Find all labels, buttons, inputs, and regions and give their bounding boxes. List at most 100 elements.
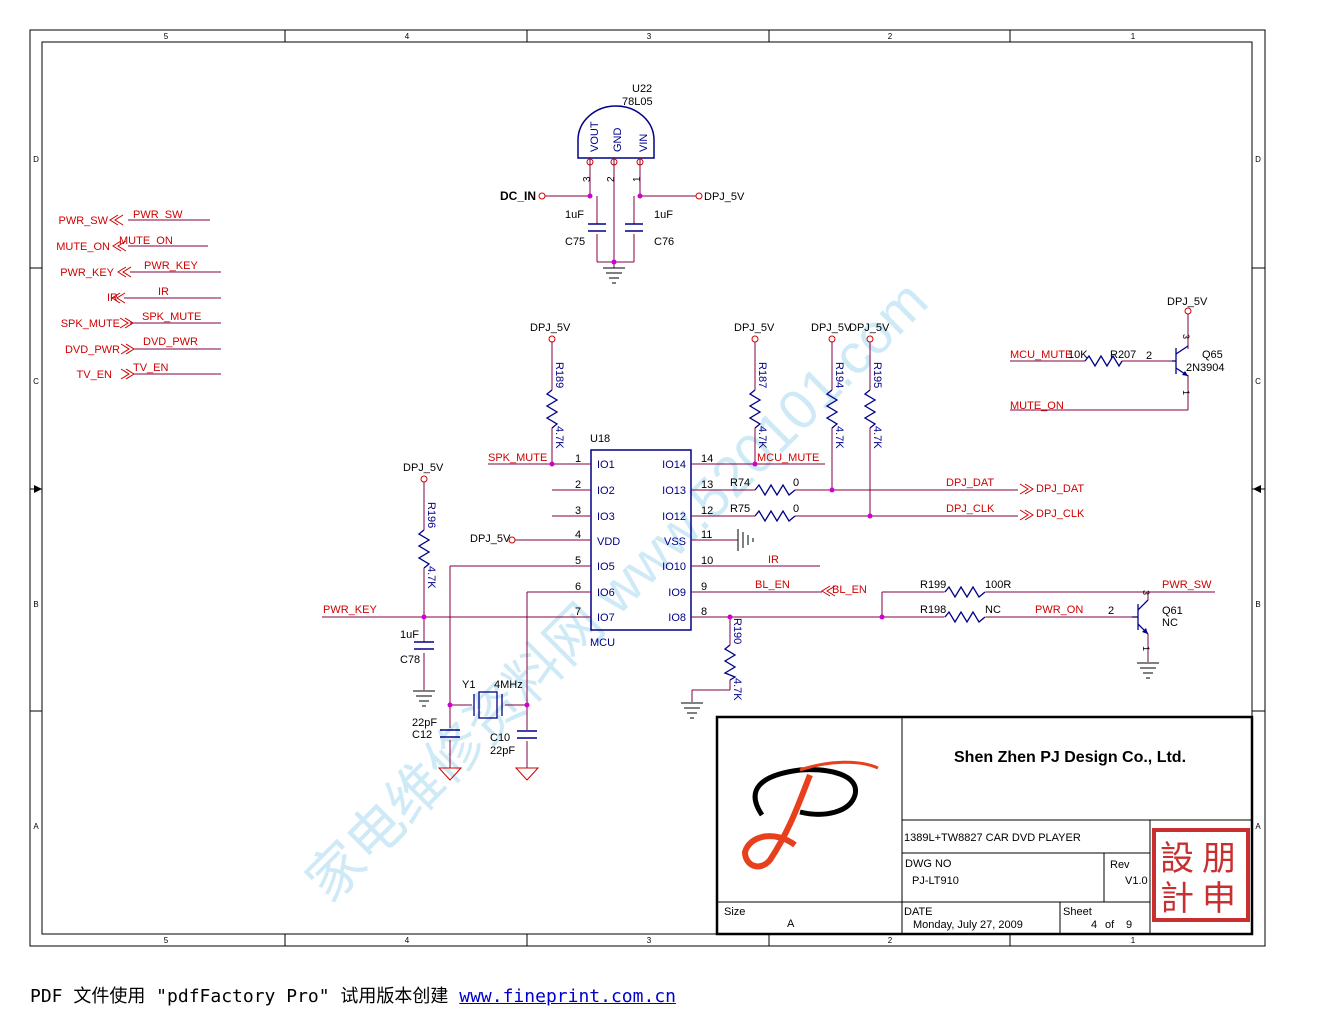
svg-text:10: 10 bbox=[701, 555, 713, 567]
dc-in-label: DC_IN bbox=[500, 189, 536, 203]
bl-en-net-label: BL_EN bbox=[755, 579, 790, 591]
svg-text:3: 3 bbox=[582, 176, 593, 182]
row-label-left: C bbox=[33, 377, 39, 386]
col-label-bottom: 2 bbox=[888, 936, 893, 945]
pdf-footer: PDF 文件使用 "pdfFactory Pro" 试用版本创建 www.fin… bbox=[30, 982, 676, 1008]
regulator-ref: U22 bbox=[632, 83, 652, 95]
c10-value: 22pF bbox=[490, 745, 515, 757]
footer-link[interactable]: www.fineprint.com.cn bbox=[459, 986, 676, 1007]
date-value: Monday, July 27, 2009 bbox=[913, 919, 1023, 931]
mute-on-q65-label: MUTE_ON bbox=[1010, 400, 1064, 412]
r196-ref: R196 bbox=[425, 502, 437, 528]
r195-ref: R195 bbox=[871, 362, 883, 388]
net-spk-mute: SPK_MUTE bbox=[142, 311, 201, 323]
svg-text:7: 7 bbox=[575, 606, 581, 618]
q65-part: 2N3904 bbox=[1186, 362, 1225, 374]
r194-ref: R194 bbox=[833, 362, 845, 388]
title-block: Shen Zhen PJ Design Co., Ltd. 1389L+TW88… bbox=[715, 715, 1254, 936]
svg-text:2: 2 bbox=[1146, 350, 1152, 362]
rev-label: Rev bbox=[1110, 859, 1130, 871]
svg-text:6: 6 bbox=[575, 581, 581, 593]
svg-text:3: 3 bbox=[1141, 590, 1151, 595]
r189-rail: DPJ_5V bbox=[530, 322, 571, 334]
svg-text:朋: 朋 bbox=[1202, 840, 1236, 878]
svg-text:VSS: VSS bbox=[664, 536, 686, 548]
svg-text:IO10: IO10 bbox=[662, 561, 686, 573]
port-pwr-sw: PWR_SW bbox=[59, 215, 109, 227]
row-label-left: D bbox=[33, 155, 39, 164]
r195-value: 4.7K bbox=[871, 426, 883, 449]
dpj-dat-port: DPJ_DAT bbox=[1036, 483, 1084, 495]
svg-text:3: 3 bbox=[1181, 334, 1191, 339]
svg-text:1: 1 bbox=[1141, 646, 1151, 651]
drawing-title: 1389L+TW8827 CAR DVD PLAYER bbox=[904, 832, 1081, 844]
net-tv-en: TV_EN bbox=[133, 362, 169, 374]
svg-text:2: 2 bbox=[575, 479, 581, 491]
r189-value: 4.7K bbox=[553, 426, 565, 449]
mcu-right-nets: R74 0 R75 0 R199 100R R198 NC MCU_MUTE D… bbox=[691, 452, 1215, 624]
crystal-value: 4MHz bbox=[494, 679, 523, 691]
c76-value: 1uF bbox=[654, 209, 673, 221]
regulator-body bbox=[577, 105, 655, 159]
dpj-clk-port: DPJ_CLK bbox=[1036, 508, 1085, 520]
dwg-label: DWG NO bbox=[905, 858, 952, 870]
mcu-ref: U18 bbox=[590, 433, 610, 445]
svg-text:IO5: IO5 bbox=[597, 561, 615, 573]
r74-ref: R74 bbox=[730, 477, 750, 489]
r199-value: 100R bbox=[985, 579, 1011, 591]
r198-ref: R198 bbox=[920, 604, 946, 616]
svg-text:IO8: IO8 bbox=[668, 612, 686, 624]
r207-value: 10K bbox=[1068, 349, 1088, 361]
port-mute-on: MUTE_ON bbox=[56, 241, 110, 253]
dpj-dat-net-label: DPJ_DAT bbox=[946, 477, 994, 489]
sheet-of: of bbox=[1105, 919, 1115, 931]
c78-value: 1uF bbox=[400, 629, 419, 641]
dpj-5v-reg-label: DPJ_5V bbox=[704, 191, 745, 203]
svg-text:5: 5 bbox=[575, 555, 581, 567]
svg-text:IO9: IO9 bbox=[668, 587, 686, 599]
row-label-right: B bbox=[1255, 600, 1260, 609]
r199-ref: R199 bbox=[920, 579, 946, 591]
svg-text:IO13: IO13 bbox=[662, 485, 686, 497]
col-label-bottom: 1 bbox=[1131, 936, 1136, 945]
col-label-top: 4 bbox=[405, 32, 410, 41]
regulator-pin-vout: VOUT bbox=[589, 121, 601, 152]
svg-text:4: 4 bbox=[575, 529, 581, 541]
mcu-u18: U18 MCU IO1 IO2 IO3 VDD IO5 IO6 IO7 IO14… bbox=[470, 433, 820, 649]
dpj-clk-net-label: DPJ_CLK bbox=[946, 503, 995, 515]
r190-value: 4.7K bbox=[731, 678, 743, 701]
svg-text:IO3: IO3 bbox=[597, 511, 615, 523]
row-label-right: D bbox=[1255, 155, 1261, 164]
mcu-name: MCU bbox=[590, 637, 615, 649]
svg-text:8: 8 bbox=[701, 606, 707, 618]
svg-text:1: 1 bbox=[575, 453, 581, 465]
bl-en-port: BL_EN bbox=[832, 584, 867, 596]
pwr-key-net-label: PWR_KEY bbox=[323, 604, 377, 616]
svg-text:3: 3 bbox=[575, 505, 581, 517]
svg-text:計: 計 bbox=[1160, 880, 1194, 918]
pwr-on-net-label: PWR_ON bbox=[1035, 604, 1083, 616]
r196-rail: DPJ_5V bbox=[403, 462, 444, 474]
rev-value: V1.0 bbox=[1125, 875, 1148, 887]
net-mute-on: MUTE_ON bbox=[119, 235, 173, 247]
net-pwr-key: PWR_KEY bbox=[144, 260, 198, 272]
pwr-sw-net-label: PWR_SW bbox=[1162, 579, 1212, 591]
vdd-rail-label: DPJ_5V bbox=[470, 533, 511, 545]
spk-mute-net-label: SPK_MUTE bbox=[488, 452, 547, 464]
col-label-top: 2 bbox=[888, 32, 893, 41]
r190-ref: R190 bbox=[731, 618, 743, 644]
c76-ref: C76 bbox=[654, 236, 674, 248]
sheet-label: Sheet bbox=[1063, 906, 1092, 918]
svg-text:1: 1 bbox=[632, 176, 643, 182]
port-ir: IR bbox=[107, 292, 118, 304]
sheet-border bbox=[29, 29, 1266, 947]
company-logo bbox=[741, 760, 879, 870]
company-name: Shen Zhen PJ Design Co., Ltd. bbox=[954, 749, 1186, 766]
mcu-mute-net-label: MCU_MUTE bbox=[757, 452, 819, 464]
c12-ref: C12 bbox=[412, 729, 432, 741]
r198-value: NC bbox=[985, 604, 1001, 616]
svg-text:申: 申 bbox=[1202, 880, 1236, 918]
port-tv-en: TV_EN bbox=[77, 369, 113, 381]
port-dvd-pwr: DVD_PWR bbox=[65, 344, 120, 356]
r75-ref: R75 bbox=[730, 503, 750, 515]
